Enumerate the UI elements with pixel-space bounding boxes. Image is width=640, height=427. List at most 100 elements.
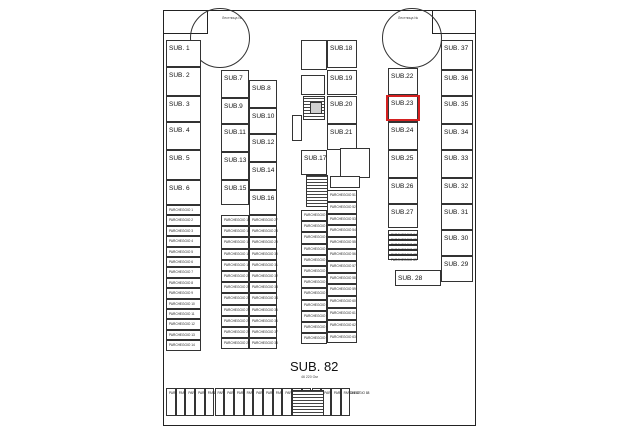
parking-space[interactable]: PARCHEGGIO 78 — [243, 388, 272, 416]
parking-space[interactable]: PARCHEGGIO 25 — [221, 327, 250, 339]
parking-space[interactable]: PARCHEGGIO 12 — [166, 319, 201, 330]
parking-space[interactable]: PARCHEGGIO 57 — [327, 260, 357, 273]
parking-space[interactable]: PARCHEGGIO 82 — [282, 388, 311, 416]
parking-space[interactable]: PARCHEGGIO 23 — [221, 304, 250, 316]
parking-space[interactable]: PARCHEGGIO 77 — [233, 388, 263, 416]
parking-space[interactable]: PARCHEGGIO 31 — [249, 259, 278, 271]
parking-space[interactable]: PARCHEGGIO 15 — [221, 215, 250, 227]
parking-space[interactable]: PARCHEGGIO 54 — [327, 225, 357, 238]
unit-col-a[interactable]: SUB. 6 — [166, 180, 201, 205]
parking-space[interactable]: PARCHEGGIO 8 — [166, 277, 201, 289]
unit-col-a[interactable]: SUB. 1 — [166, 40, 201, 67]
parking-space[interactable]: PARCHEGGIO 63 — [327, 331, 357, 344]
parking-space[interactable]: PARCHEGGIO 32 — [249, 271, 278, 283]
parking-space[interactable]: PARCHEGGIO 11 — [166, 309, 201, 320]
parking-space[interactable]: PARCHEGGIO 2 — [166, 215, 201, 226]
parking-space[interactable]: PARCHEGGIO 53 — [327, 213, 357, 226]
parking-space[interactable]: PARCHEGGIO 3 — [166, 225, 201, 237]
parking-space[interactable]: PARCHEGGIO 26 — [221, 338, 250, 350]
unit-col-b[interactable]: SUB.7 — [221, 70, 249, 98]
parking-space[interactable]: PARCHEGGIO 46 — [301, 288, 330, 300]
unit-col-c[interactable]: SUB.10 — [249, 108, 277, 134]
parking-space[interactable]: PARCHEGGIO 20 — [221, 271, 250, 283]
parking-space[interactable]: PARCHEGGIO 33 — [249, 282, 278, 294]
parking-space[interactable]: PARCHEGGIO 72 — [185, 388, 214, 416]
unit-col-e[interactable]: SUB.26 — [388, 178, 418, 204]
unit-col-f[interactable]: SUB. 34 — [441, 124, 473, 150]
parking-space[interactable]: PARCHEGGIO 29 — [249, 237, 278, 249]
unit-col-d[interactable]: SUB.17 — [301, 150, 327, 175]
unit-col-a[interactable]: SUB. 2 — [166, 67, 201, 96]
parking-space[interactable]: PARCHEGGIO 76 — [224, 388, 253, 416]
parking-space[interactable]: PARCHEGGIO 1 — [166, 205, 201, 216]
parking-space[interactable]: PARCHEGGIO 69 — [388, 255, 418, 262]
parking-space[interactable]: PARCHEGGIO 61 — [327, 308, 357, 320]
unit-col-b[interactable]: SUB.11 — [221, 124, 249, 152]
unit-col-f[interactable]: SUB. 32 — [441, 178, 473, 204]
unit-col-f[interactable]: SUB. 33 — [441, 150, 473, 178]
parking-space[interactable]: PARCHEGGIO 71 — [175, 388, 205, 416]
parking-space[interactable]: PARCHEGGIO 37 — [249, 327, 278, 339]
parking-space[interactable]: PARCHEGGIO 42 — [301, 243, 330, 255]
unit-col-f[interactable]: SUB. 30 — [441, 230, 473, 256]
parking-space[interactable]: PARCHEGGIO 59 — [327, 284, 357, 297]
parking-space[interactable]: PARCHEGGIO 28 — [249, 226, 278, 238]
parking-space[interactable]: PARCHEGGIO 70 — [166, 388, 195, 416]
unit-col-c[interactable]: SUB.8 — [249, 80, 277, 108]
parking-space[interactable]: PARCHEGGIO 43 — [301, 254, 330, 266]
parking-space[interactable]: PARCHEGGIO 74 — [204, 388, 234, 416]
parking-space[interactable]: PARCHEGGIO 36 — [249, 315, 278, 327]
parking-space[interactable]: PARCHEGGIO 45 — [301, 277, 330, 289]
parking-space[interactable]: PARCHEGGIO 14 — [166, 340, 201, 351]
parking-space[interactable]: PARCHEGGIO 58 — [327, 272, 357, 285]
parking-space[interactable]: PARCHEGGIO 17 — [221, 237, 250, 249]
unit-col-c[interactable]: SUB.12 — [249, 134, 277, 162]
unit-col-f[interactable]: SUB. 36 — [441, 70, 473, 96]
unit-col-f[interactable]: SUB. 35 — [441, 96, 473, 124]
unit-col-b[interactable]: SUB.13 — [221, 152, 249, 180]
parking-space[interactable]: PARCHEGGIO 9 — [166, 288, 201, 299]
parking-space[interactable]: PARCHEGGIO 73 — [195, 388, 224, 416]
unit-overflow[interactable]: SUB. 28 — [395, 270, 441, 286]
unit-col-c[interactable]: SUB.16 — [249, 190, 277, 215]
parking-space[interactable]: PARCHEGGIO 13 — [166, 329, 201, 341]
unit-col-a[interactable]: SUB. 4 — [166, 122, 201, 150]
parking-space[interactable]: PARCHEGGIO 5 — [166, 246, 201, 257]
parking-space[interactable]: PARCHEGGIO 47 — [301, 299, 330, 311]
unit-col-b[interactable]: SUB.9 — [221, 98, 249, 124]
unit-col-b[interactable]: SUB.15 — [221, 180, 249, 205]
unit-col-d[interactable]: SUB.18 — [327, 40, 357, 68]
parking-space[interactable]: PARCHEGGIO 87 — [330, 388, 360, 416]
parking-space[interactable]: PARCHEGGIO 4 — [166, 236, 201, 247]
parking-space[interactable]: PARCHEGGIO 21 — [221, 282, 250, 294]
unit-col-d[interactable]: SUB.20 — [327, 96, 357, 124]
parking-space[interactable]: PARCHEGGIO 60 — [327, 296, 357, 308]
unit-col-f[interactable]: SUB. 29 — [441, 256, 473, 282]
parking-space[interactable]: PARCHEGGIO 34 — [249, 293, 278, 305]
parking-space[interactable]: PARCHEGGIO 16 — [221, 226, 250, 238]
parking-space[interactable]: PARCHEGGIO 50 — [301, 333, 330, 345]
parking-space[interactable]: PARCHEGGIO 19 — [221, 259, 250, 271]
unit-col-e[interactable]: SUB.24 — [388, 122, 418, 150]
parking-space[interactable]: PARCHEGGIO 30 — [249, 248, 278, 260]
unit-col-f[interactable]: SUB. 37 — [441, 40, 473, 70]
parking-space[interactable]: PARCHEGGIO 41 — [301, 232, 330, 244]
parking-space[interactable]: PARCHEGGIO 22 — [221, 293, 250, 305]
unit-col-a[interactable]: SUB. 3 — [166, 96, 201, 122]
unit-col-e[interactable]: SUB.25 — [388, 150, 418, 178]
parking-space[interactable]: PARCHEGGIO 88 — [340, 388, 369, 416]
parking-space[interactable]: PARCHEGGIO 18 — [221, 248, 250, 260]
unit-col-e[interactable]: SUB.22 — [388, 68, 418, 95]
parking-space[interactable]: PARCHEGGIO 49 — [301, 322, 330, 334]
parking-space[interactable]: PARCHEGGIO 56 — [327, 249, 357, 261]
unit-col-e[interactable]: SUB.27 — [388, 204, 418, 228]
parking-space[interactable]: PARCHEGGIO 52 — [327, 201, 357, 214]
parking-space[interactable]: PARCHEGGIO 80 — [263, 388, 292, 416]
parking-space[interactable]: PARCHEGGIO 75 — [214, 388, 243, 416]
parking-space[interactable]: PARCHEGGIO 27 — [249, 215, 278, 227]
parking-space[interactable]: PARCHEGGIO 24 — [221, 315, 250, 327]
parking-space[interactable]: PARCHEGGIO 40 — [301, 221, 330, 233]
parking-space[interactable]: PARCHEGGIO 79 — [253, 388, 282, 416]
parking-space[interactable]: PARCHEGGIO 44 — [301, 266, 330, 278]
parking-space[interactable]: PARCHEGGIO 10 — [166, 298, 201, 309]
